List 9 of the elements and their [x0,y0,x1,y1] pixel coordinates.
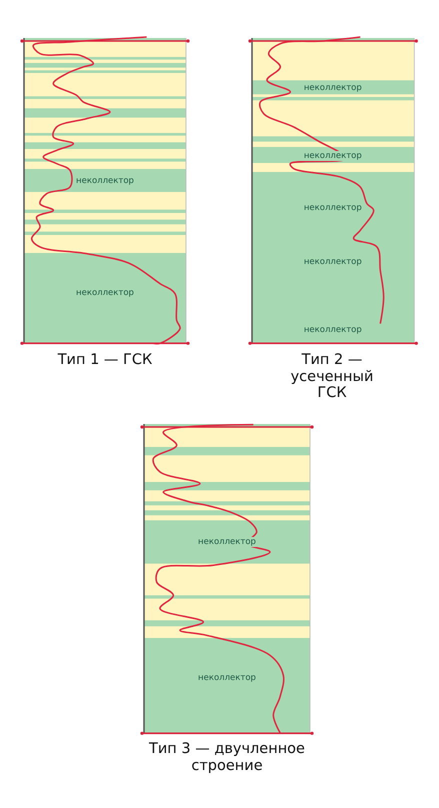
panel-caption: Тип 3 — двучленное строение [148,741,306,774]
panel-caption: Тип 1 — ГСК [56,352,154,369]
band-label: неколлектор [75,176,135,186]
band-label: неколлектор [302,203,363,214]
band-label: неколлектор [302,83,363,94]
panel-caption: Тип 2 — усеченный ГСК [290,352,374,402]
band-label: неколлектор [75,288,135,298]
band-label: неколлектор [197,536,257,547]
band-label: неколлектор [197,673,257,684]
